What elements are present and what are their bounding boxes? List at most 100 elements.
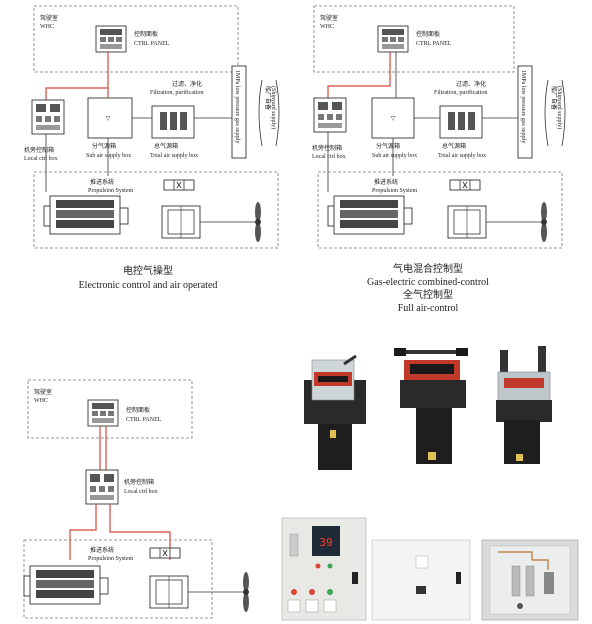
engine-icon [23, 565, 109, 605]
local-box-cn: 机旁控制箱 [312, 144, 342, 152]
gas-supply-text: 1MPa low pressure gas supply [234, 70, 240, 143]
engine-icon [327, 195, 413, 235]
propulsion-cn: 推进系统 [90, 546, 114, 554]
diagram-electronic: 驾驶室 WHC 控制面板 CTRL PANEL 机旁控制箱 Local ctrl… [24, 5, 280, 249]
sub-air-cn: 分气源箱 [376, 142, 400, 150]
ctrl-panel-en: CTRL PANEL [134, 41, 170, 47]
total-air-cn: 总气源箱 [154, 142, 178, 150]
total-air-cn: 总气源箱 [442, 142, 466, 150]
filter-2-icon [458, 112, 465, 130]
wheelhouse-zone [27, 379, 193, 439]
ctrl-panel-icon [377, 25, 409, 53]
total-air-en: Total air supply box [150, 153, 198, 159]
diagram-gas-electric: 驾驶室 WHC 控制面板 CTRL PANEL 机旁控制箱 Local ctrl… [312, 5, 566, 249]
wheelhouse-zone [33, 5, 239, 73]
local-box-icon [313, 97, 347, 133]
caption-gas-electric-en: Gas-electric combined-control [367, 277, 489, 288]
local-box-en: Local ctrl box [24, 156, 58, 162]
caption-electronic-cn: 电控气操型 [123, 264, 173, 277]
signal-line [45, 52, 109, 100]
propulsion-cn: 推进系统 [374, 178, 398, 186]
panel-display: 39 [319, 536, 332, 549]
filter-3-icon [468, 112, 475, 130]
sub-air-cn: 分气源箱 [92, 142, 116, 150]
local-box-cn: 机旁控制箱 [24, 146, 54, 154]
photo-control-lever-2 [394, 348, 468, 464]
total-air-en: Total air supply box [438, 153, 486, 159]
wheelhouse-en: WHC [34, 398, 48, 404]
wheelhouse-cn: 驾驶室 [40, 14, 58, 22]
ctrl-panel-en: CTRL PANEL [126, 417, 162, 423]
photo-control-lever-1 [304, 354, 366, 470]
ctrl-panel-cn: 控制面板 [134, 30, 158, 38]
wheelhouse-en: WHC [320, 24, 334, 30]
valve-icon [149, 547, 181, 559]
ctrl-panel-cn: 控制面板 [126, 406, 150, 414]
sub-air-en: Sub air supply box [86, 153, 131, 159]
ctrl-panel-cn: 控制面板 [416, 30, 440, 38]
propulsion-en: Propulsion System [88, 188, 134, 194]
photo-total-air-box [481, 539, 579, 621]
ship-supply-en: (Shipyard supply) [556, 86, 563, 129]
gearbox-icon [149, 575, 189, 609]
filter-1-icon [160, 112, 167, 130]
filtration-en: Filtration, purification [150, 89, 203, 96]
caption-full-air-en: Full air-control [398, 303, 459, 314]
filter-2-icon [170, 112, 177, 130]
ship-supply-en: (Shipyard supply) [270, 86, 277, 129]
wheelhouse-cn: 驾驶室 [320, 14, 338, 22]
ctrl-panel-icon [95, 25, 127, 53]
propeller-icon [541, 202, 547, 242]
filtration-cn: 过滤、净化 [456, 80, 486, 88]
wheelhouse-en: WHC [40, 24, 54, 30]
signal-line [69, 504, 97, 560]
gearbox-icon [447, 205, 487, 239]
ctrl-panel-en: CTRL PANEL [416, 41, 452, 47]
local-box-en: Local ctrl box [124, 489, 158, 495]
filtration-cn: 过滤、净化 [172, 80, 202, 88]
caption-gas-electric-cn: 气电混合控制型 [393, 262, 463, 275]
photo-control-lever-3 [496, 346, 552, 464]
caption-electronic-en: Electronic control and air operated [79, 280, 218, 291]
propeller-icon [243, 572, 249, 612]
ship-supply-cn: 船厂自备 [550, 86, 558, 110]
propeller-icon [255, 202, 261, 242]
propulsion-cn: 推进系统 [90, 178, 114, 186]
caption-full-air-cn: 全气控制型 [403, 288, 453, 301]
ctrl-panel-icon [87, 399, 119, 427]
bracket-left [258, 79, 263, 147]
gas-supply-text: 1MPa low pressure gas supply [520, 70, 526, 143]
filtration-en: Filtration, purification [434, 89, 487, 96]
filter-3-icon [180, 112, 187, 130]
bracket-right [275, 79, 280, 147]
ship-supply-cn: 船厂自备 [264, 86, 272, 110]
bracket-left [544, 79, 549, 147]
local-box-cn: 机旁控制箱 [124, 478, 154, 486]
local-box-en: Local ctrl box [312, 154, 346, 160]
propulsion-zone [317, 171, 563, 249]
signal-line [327, 52, 391, 98]
diagram-full-air: 驾驶室 WHC 控制面板 CTRL PANEL 机旁控制箱 Local ctrl… [23, 379, 249, 619]
photo-ctrl-panel: 39 [281, 517, 367, 621]
valve-icon [163, 179, 195, 191]
wheelhouse-zone [313, 5, 515, 73]
sub-air-glyph: ▽ [391, 116, 396, 122]
propulsion-en: Propulsion System [88, 556, 134, 562]
engine-icon [43, 195, 129, 235]
gas-supply-box [231, 65, 247, 159]
gearbox-icon [161, 205, 201, 239]
wheelhouse-cn: 驾驶室 [34, 388, 52, 396]
propulsion-en: Propulsion System [372, 188, 418, 194]
bracket-right [561, 79, 566, 147]
photo-local-box [371, 539, 471, 621]
propulsion-zone [33, 171, 279, 249]
local-box-icon [31, 99, 65, 135]
signal-line [109, 504, 171, 560]
filter-1-icon [448, 112, 455, 130]
valve-icon [449, 179, 481, 191]
gas-supply-box [517, 65, 533, 159]
sub-air-en: Sub air supply box [372, 153, 417, 159]
sub-air-glyph: ▽ [106, 116, 111, 122]
local-box-icon [85, 469, 119, 505]
